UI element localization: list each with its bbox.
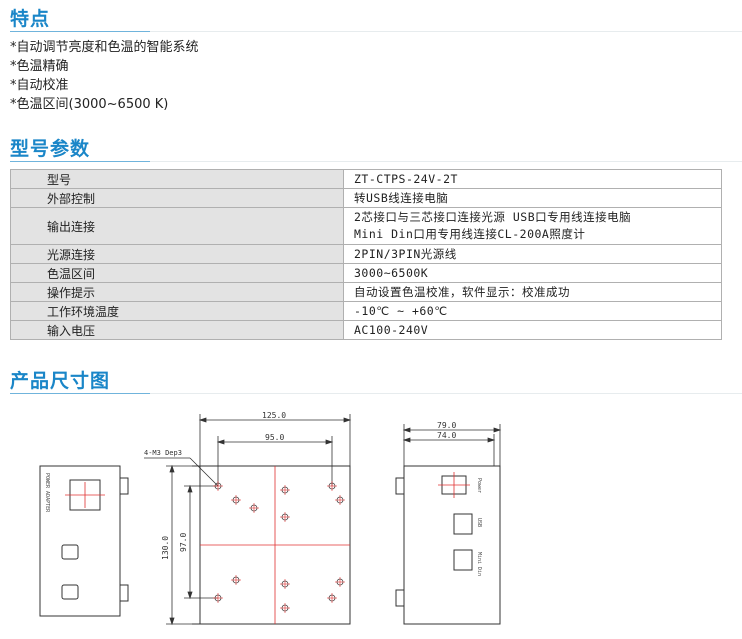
- right-usb-port: [453, 513, 473, 535]
- dim-79-line: [402, 424, 502, 466]
- spec-value: 2芯接口与三芯接口连接光源 USB口专用线连接电脑 Mini Din口用专用线连…: [343, 207, 722, 245]
- spec-value: 2PIN/3PIN光源线: [343, 244, 722, 264]
- dimension-title-underline: [10, 393, 742, 394]
- side-view-left: [39, 465, 129, 617]
- dim-95-line: [216, 436, 334, 486]
- spec-key: 型号: [10, 169, 344, 189]
- dimension-title: 产品尺寸图: [10, 370, 111, 392]
- right-usb-label: USB: [476, 518, 482, 527]
- spec-key: 操作提示: [10, 282, 344, 302]
- dim-97-label: 97.0: [179, 533, 188, 552]
- table-row: 外部控制 转USB线连接电脑: [10, 188, 722, 208]
- spec-title-underline: [10, 161, 742, 162]
- dim-74-line: [402, 434, 496, 466]
- right-tab-top: [395, 477, 405, 495]
- feature-line-3: *自动校准: [10, 78, 69, 93]
- features-title: 特点: [10, 8, 51, 30]
- left-tab-bottom: [119, 584, 129, 602]
- spec-title: 型号参数: [10, 138, 91, 160]
- table-row: 色温区间 3000~6500K: [10, 263, 722, 283]
- dim-125-label: 125.0: [262, 411, 286, 420]
- dim-79-label: 79.0: [437, 421, 456, 430]
- table-row: 输入电压 AC100-240V: [10, 320, 722, 340]
- spec-value: ZT-CTPS-24V-2T: [343, 169, 722, 189]
- table-row: 操作提示 自动设置色温校准，软件显示：校准成功: [10, 282, 722, 302]
- spec-key: 光源连接: [10, 244, 344, 264]
- dim-130-line: [166, 464, 192, 626]
- left-box-outline: [39, 465, 121, 617]
- spec-key: 输出连接: [10, 207, 344, 245]
- hole-marks: [213, 481, 345, 613]
- feature-line-1: *自动调节亮度和色温的智能系统: [10, 40, 199, 55]
- dim-95-label: 95.0: [265, 433, 284, 442]
- features-title-underline: [10, 31, 742, 32]
- right-box-outline: [403, 465, 501, 625]
- dim-97-line: [184, 484, 218, 600]
- left-center-mark: [65, 482, 105, 508]
- spec-key: 色温区间: [10, 263, 344, 283]
- spec-value-line-1: 2芯接口与三芯接口连接光源 USB口专用线连接电脑: [354, 210, 632, 224]
- feature-line-4: *色温区间(3000~6500 K): [10, 97, 169, 112]
- dim-130-label: 130.0: [161, 536, 170, 560]
- feature-line-2: *色温精确: [10, 59, 69, 74]
- spec-value: 自动设置色温校准，软件显示：校准成功: [343, 282, 722, 302]
- left-tab-top: [119, 477, 129, 495]
- spec-key: 外部控制: [10, 188, 344, 208]
- side-view-right: [395, 465, 501, 625]
- spec-key: 工作环境温度: [10, 301, 344, 321]
- right-tab-bottom: [395, 589, 405, 607]
- spec-key: 输入电压: [10, 320, 344, 340]
- right-minidin-port: [453, 549, 473, 571]
- mounting-holes: [214, 482, 344, 612]
- table-row: 工作环境温度 -10℃ ~ +60℃: [10, 301, 722, 321]
- dim-125-line: [198, 414, 352, 466]
- left-side-label: POWER ADAPTER: [44, 473, 50, 513]
- table-row: 型号 ZT-CTPS-24V-2T: [10, 169, 722, 189]
- hole-note-leader: [144, 457, 219, 487]
- right-power-label: Power: [476, 478, 482, 493]
- front-center-cross: [200, 466, 350, 624]
- spec-value: 3000~6500K: [343, 263, 722, 283]
- dim-74-label: 74.0: [437, 431, 456, 440]
- table-row: 输出连接 2芯接口与三芯接口连接光源 USB口专用线连接电脑 Mini Din口…: [10, 207, 722, 245]
- left-connector-1: [61, 544, 79, 560]
- spec-value: AC100-240V: [343, 320, 722, 340]
- hole-note-label: 4-M3 Dep3: [144, 449, 182, 457]
- spec-value: -10℃ ~ +60℃: [343, 301, 722, 321]
- right-minidin-label: Mini Din: [476, 552, 482, 576]
- dimension-drawing: POWER ADAPTER 125.0 95.0 130.0: [39, 411, 502, 626]
- spec-value-line-2: Mini Din口用专用线连接CL-200A照度计: [354, 227, 586, 241]
- spec-value: 转USB线连接电脑: [343, 188, 722, 208]
- spec-table: 型号 ZT-CTPS-24V-2T 外部控制 转USB线连接电脑 输出连接 2芯…: [10, 169, 722, 340]
- table-row: 光源连接 2PIN/3PIN光源线: [10, 244, 722, 264]
- left-connector-2: [61, 584, 79, 600]
- right-center-mark: [438, 472, 470, 498]
